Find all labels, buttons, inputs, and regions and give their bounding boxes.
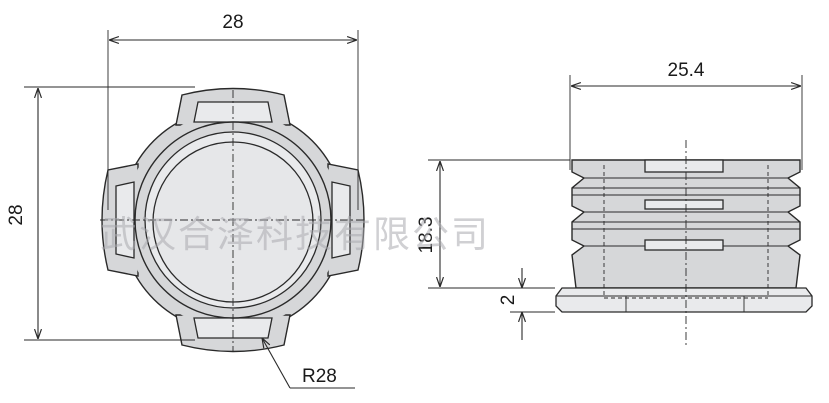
dimension-front-width: 28 (107, 12, 359, 210)
side-flange (555, 287, 813, 313)
dimension-radius: R28 (262, 338, 355, 389)
flange-thickness-label: 2 (498, 295, 519, 306)
side-slots (644, 159, 724, 251)
dimension-flange-thickness: 2 (498, 268, 555, 340)
front-lobe-slots (115, 101, 351, 339)
dimension-front-height: 28 (6, 86, 195, 341)
dimension-side-height: 18.3 (416, 159, 570, 289)
front-width-label: 28 (222, 12, 243, 33)
side-view (555, 140, 813, 345)
side-width-label: 25.4 (668, 60, 705, 81)
front-view (100, 87, 366, 353)
radius-label: R28 (302, 366, 337, 387)
side-height-label: 18.3 (416, 217, 437, 254)
side-hidden-lines (603, 165, 769, 299)
dimension-side-width: 25.4 (569, 60, 803, 170)
watermark-text: 武汉合泽科技有限公司 (100, 213, 490, 256)
front-height-label: 28 (6, 204, 27, 225)
